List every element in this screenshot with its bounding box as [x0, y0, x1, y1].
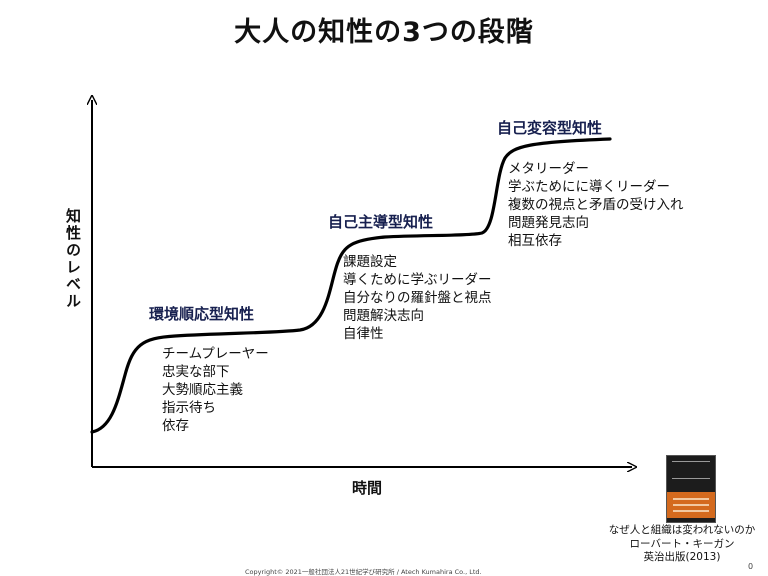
- stage-2-item: 自律性: [343, 326, 384, 342]
- book-caption: なぜ人と組織は変われないのか ローバート・キーガン 英治出版(2013): [600, 524, 764, 565]
- book-title: なぜ人と組織は変われないのか: [608, 524, 756, 536]
- stage-3-title: 自己変容型知性: [497, 119, 603, 137]
- page-number: 0: [748, 562, 754, 571]
- stage-1-list: チームプレーヤー 忠実な部下 大勢順応主義 指示待ち 依存: [162, 345, 269, 435]
- page-title: 大人の知性の3つの段階: [234, 17, 534, 48]
- stage-1-item: 忠実な部下: [162, 364, 230, 380]
- stage-1-title: 環境順応型知性: [149, 305, 255, 323]
- intelligence-curve: [90, 137, 612, 434]
- stage-3-item: 複数の視点と矛盾の受け入れ: [508, 197, 684, 213]
- stage-3-item: 学ぶためにに導くリーダー: [508, 179, 670, 195]
- stage-3-item: 問題発見志向: [508, 215, 589, 231]
- stage-2-item: 問題解決志向: [343, 308, 424, 324]
- stage-1-item: 大勢順応主義: [162, 382, 243, 398]
- stage-3-list: メタリーダー 学ぶためにに導くリーダー 複数の視点と矛盾の受け入れ 問題発見志向…: [508, 160, 684, 250]
- y-axis-label: 知性のレベル: [64, 208, 82, 310]
- book-cover-icon: [666, 455, 716, 523]
- stage-2-title: 自己主導型知性: [328, 213, 434, 231]
- x-axis-label: 時間: [352, 479, 383, 497]
- stage-2-item: 導くために学ぶリーダー: [343, 272, 492, 288]
- book-author: ローバート・キーガン: [629, 537, 735, 550]
- copyright-footer: Copyright© 2021一般社団法人21世紀学び研究所 / Atech K…: [245, 568, 482, 576]
- stage-1-item: 依存: [162, 418, 189, 434]
- stage-3-item: メタリーダー: [508, 161, 589, 177]
- stage-1-item: チームプレーヤー: [162, 346, 269, 362]
- stage-1-item: 指示待ち: [162, 400, 216, 416]
- stage-2-item: 課題設定: [343, 254, 397, 270]
- stage-2-list: 課題設定 導くために学ぶリーダー 自分なりの羅針盤と視点 問題解決志向 自律性: [343, 253, 492, 343]
- book-publisher: 英治出版(2013): [643, 551, 721, 563]
- stage-3-item: 相互依存: [508, 233, 562, 249]
- stage-2-item: 自分なりの羅針盤と視点: [343, 290, 492, 306]
